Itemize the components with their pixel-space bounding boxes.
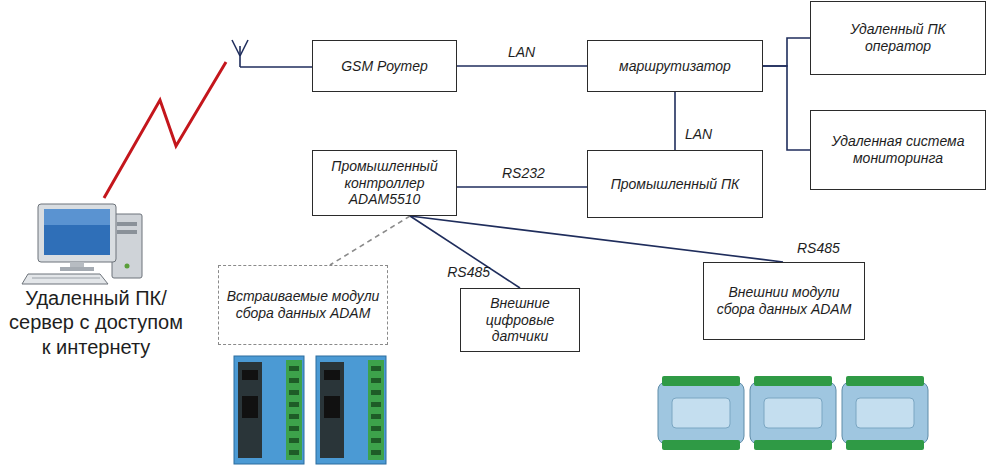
box-text: Удаленная система мониторинга: [818, 133, 978, 166]
dashed-connector: [330, 216, 410, 265]
embedded-module-illustration: [234, 356, 386, 464]
computer-caption: Удаленный ПК/сервер с доступом к интерне…: [8, 286, 184, 359]
dashed-group-box: Встраиваемые модули сбора данных ADAM: [218, 265, 388, 345]
process-box: GSM Роутер: [312, 40, 457, 92]
process-box: маршрутизатор: [587, 40, 763, 92]
box-text: Удаленный ПК оператор: [818, 21, 978, 54]
box-text: Промышленный контроллер ADAM5510: [320, 158, 449, 208]
box-text: GSM Роутер: [341, 58, 428, 75]
external-module-illustration: [658, 376, 928, 450]
signal-label: RS232: [502, 165, 545, 181]
box-text: Промышленный ПК: [611, 176, 740, 193]
box-text: Внешнии модули сбора данных ADAM: [711, 284, 857, 317]
signal-label: LAN: [508, 44, 535, 60]
process-box: Удаленный ПК оператор: [810, 1, 986, 75]
bus-connector: [674, 92, 676, 150]
bus-connector: [457, 186, 587, 188]
process-box: Внешние цифровые датчики: [460, 288, 580, 352]
box-text: маршрутизатор: [619, 58, 731, 75]
process-box: Внешнии модули сбора данных ADAM: [703, 262, 865, 340]
antenna-symbol: [232, 40, 312, 67]
radio-link: [104, 62, 226, 198]
process-box: Промышленный контроллер ADAM5510: [312, 150, 457, 216]
signal-label: RS485: [447, 264, 490, 280]
process-box: Удаленная система мониторинга: [810, 110, 986, 190]
bus-connector: [763, 66, 810, 150]
box-text: Встраиваемые модули сбора данных ADAM: [226, 288, 380, 321]
computer-illustration: [22, 204, 142, 284]
bus-connector: [410, 216, 783, 262]
signal-label: RS485: [797, 240, 840, 256]
process-box: Промышленный ПК: [587, 150, 763, 218]
signal-label: LAN: [685, 126, 712, 142]
box-text: Внешние цифровые датчики: [468, 295, 572, 345]
bus-connector: [457, 65, 587, 67]
bus-connector: [763, 38, 810, 66]
